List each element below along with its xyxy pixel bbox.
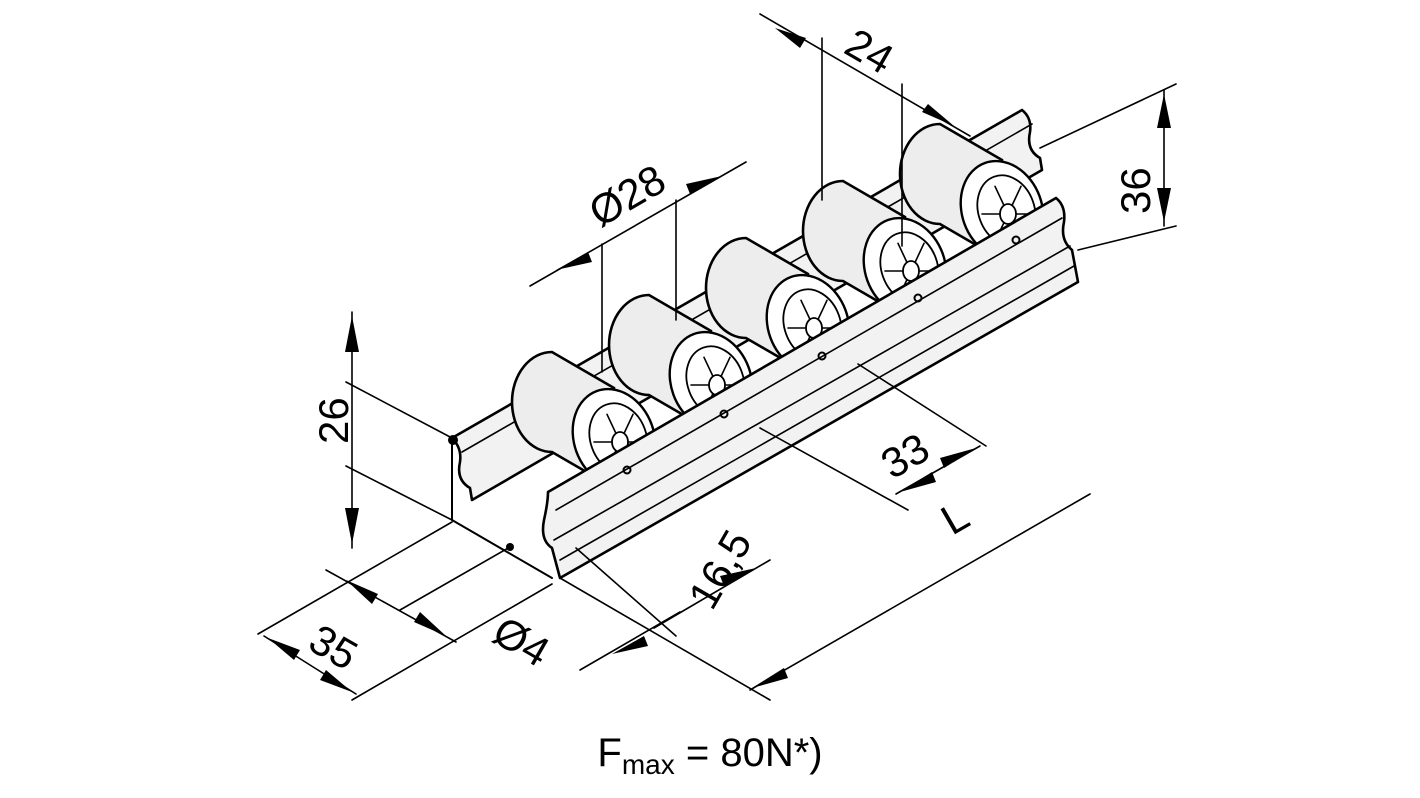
dim-rail-height-label: 26 — [310, 397, 357, 444]
dim-hole-offset-label: 16,5 — [679, 522, 761, 616]
formula-subscript: max — [621, 749, 675, 780]
rollers — [510, 122, 1045, 491]
dim-roller-pitch-label: 24 — [838, 19, 902, 83]
dim-roller-diameter-label: Ø28 — [581, 155, 673, 235]
dim-hole-diameter-label: Ø4 — [486, 607, 558, 676]
formula-symbol: F — [597, 731, 622, 775]
formula-relation: = 80N*) — [685, 731, 823, 775]
dim-hole-diameter: Ø4 — [325, 546, 558, 676]
dim-total-height-label: 36 — [1112, 167, 1159, 214]
max-force-formula: Fmax = 80N*) — [0, 731, 1420, 779]
dim-rail-width-label: 35 — [302, 615, 366, 679]
dim-total-height: 36 — [1039, 83, 1177, 251]
dim-length-label: L — [933, 491, 977, 543]
front-rail — [448, 196, 1080, 580]
dim-rail-height: 26 — [310, 311, 453, 549]
